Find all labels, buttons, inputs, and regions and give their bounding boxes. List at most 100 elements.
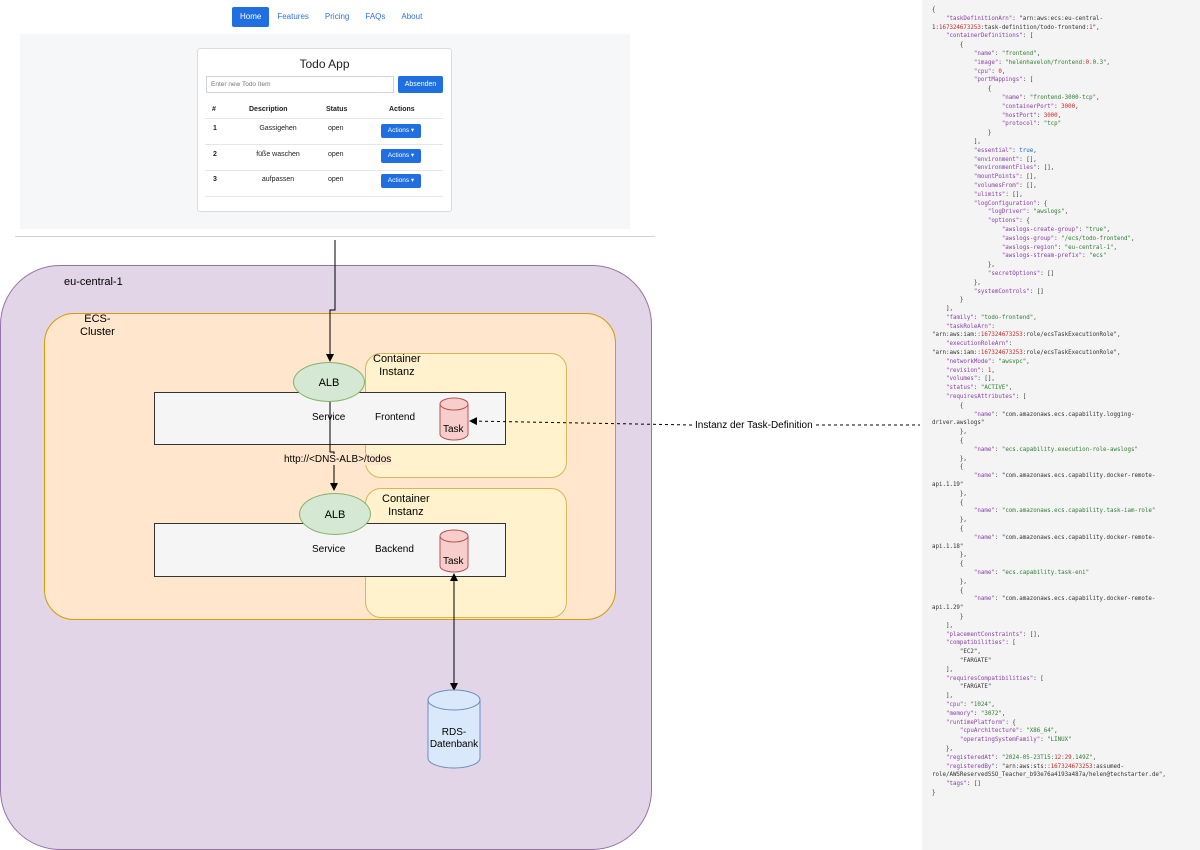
- json-line: "essential": true,: [973, 147, 1037, 154]
- json-line: "awslogs-stream-prefix": "ecs": [1001, 253, 1107, 260]
- json-line: },: [932, 578, 967, 585]
- json-line: },: [932, 429, 967, 436]
- json-line: },: [932, 490, 967, 497]
- app-title: Todo App: [299, 57, 350, 71]
- backend-task-cylinder: [439, 529, 469, 573]
- json-line: "logConfiguration": {: [973, 200, 1048, 207]
- json-line: "awslogs-create-group": "true",: [1001, 226, 1111, 233]
- json-line: "revision": 1,: [945, 367, 995, 374]
- row-status: open: [328, 176, 344, 183]
- json-line: "secretOptions": []: [987, 270, 1055, 277]
- todo-input[interactable]: Enter new Todo Item: [206, 76, 394, 93]
- json-line: "name": "com.amazonaws.ecs.capability.lo…: [973, 411, 1135, 418]
- actions-dropdown-button[interactable]: Actions ▾: [381, 124, 421, 138]
- submit-button[interactable]: Absenden: [398, 76, 443, 93]
- json-line: {: [932, 86, 992, 93]
- json-line: {: [932, 438, 964, 445]
- json-line: },: [932, 745, 953, 752]
- json-line: "FARGATE": [932, 657, 992, 664]
- json-line: {: [932, 402, 964, 409]
- json-line: api.1.19": [932, 482, 964, 489]
- table-divider: [205, 118, 443, 119]
- json-line: "containerPort": 3000,: [1001, 103, 1079, 110]
- json-line: "cpuArchitecture": "X86_64",: [959, 728, 1058, 735]
- nav-item-home[interactable]: Home: [232, 7, 270, 27]
- json-line: "environment": [],: [973, 156, 1037, 163]
- json-line: "arn:aws:iam::167324673253:role/ecsTaskE…: [932, 350, 1121, 357]
- json-line: "networkMode": "awsvpc",: [945, 358, 1030, 365]
- frontend-task-cylinder: [439, 397, 469, 441]
- column-header-status: Status: [326, 106, 348, 113]
- json-line: "volumesFrom": [],: [973, 182, 1037, 189]
- json-line: "cpu": 0,: [973, 68, 1006, 75]
- json-line: "options": {: [987, 218, 1030, 225]
- json-line: "mountPoints": [],: [973, 174, 1037, 181]
- frontend-service-label: Service: [312, 412, 346, 423]
- frontend-name-label: Frontend: [375, 412, 416, 423]
- json-line: {: [932, 561, 964, 568]
- json-line: "arn:aws:iam::167324673253:role/ecsTaskE…: [932, 332, 1121, 339]
- json-line: driver.awslogs": [932, 420, 985, 427]
- row-status: open: [328, 151, 344, 158]
- table-divider: [205, 170, 443, 171]
- json-line: "containerDefinitions": [: [945, 33, 1034, 40]
- json-line: "protocol": "tcp": [1001, 121, 1062, 128]
- db-label: RDS- Datenbank: [429, 727, 479, 750]
- json-line: "systemControls": []: [973, 288, 1044, 295]
- frontend-alb: ALB: [293, 362, 365, 402]
- json-line: "name": "com.amazonaws.ecs.capability.do…: [973, 534, 1156, 541]
- json-line: "runtimePlatform": {: [945, 719, 1016, 726]
- backend-name-label: Backend: [375, 544, 414, 555]
- row-description: Gassigehen: [259, 125, 297, 132]
- json-line: "requiresAttributes": [: [945, 394, 1027, 401]
- json-line: "family": "todo-frontend",: [945, 314, 1037, 321]
- nav-item-features[interactable]: Features: [277, 12, 309, 21]
- row-status: open: [328, 125, 344, 132]
- json-line: "ulimits": [],: [973, 191, 1023, 198]
- json-line: {: [932, 42, 964, 49]
- json-line: {: [932, 7, 936, 13]
- row-id: 2: [213, 151, 217, 158]
- json-line: },: [932, 517, 967, 524]
- json-line: "logDriver": "awslogs",: [987, 209, 1069, 216]
- json-line: }: [932, 297, 964, 304]
- json-line: }: [932, 613, 964, 620]
- json-line: },: [932, 279, 981, 286]
- backend-container-label: Container Instanz: [382, 493, 430, 518]
- json-line: },: [932, 262, 995, 269]
- json-line: "requiresCompatibilities": [: [945, 675, 1044, 682]
- json-line: "name": "com.amazonaws.ecs.capability.ta…: [973, 508, 1156, 515]
- frontend-to-backend-arrow: [329, 401, 338, 491]
- json-line: ],: [932, 306, 953, 313]
- nav-item-pricing[interactable]: Pricing: [324, 12, 350, 21]
- json-line: "hostPort": 3000,: [1001, 112, 1062, 119]
- json-line: "operatingSystemFamily": "LINUX": [959, 737, 1072, 744]
- nav-item-faqs[interactable]: FAQs: [365, 12, 386, 21]
- taskdef-label: Instanz der Task-Definition: [694, 420, 814, 431]
- json-line: }: [932, 130, 992, 137]
- json-line: "name": "com.amazonaws.ecs.capability.do…: [973, 596, 1156, 603]
- json-line: "name": "ecs.capability.execution-role-a…: [973, 446, 1138, 453]
- backend-alb: ALB: [299, 493, 371, 535]
- json-line: "portMappings": [: [973, 77, 1034, 84]
- region-label: eu-central-1: [64, 276, 123, 288]
- actions-dropdown-button[interactable]: Actions ▾: [381, 149, 421, 163]
- column-header-number: #: [212, 106, 216, 113]
- actions-dropdown-button[interactable]: Actions ▾: [381, 174, 421, 188]
- top-nav: Home Features Pricing FAQs About: [232, 7, 430, 27]
- json-line: "status": "ACTIVE",: [945, 385, 1013, 392]
- json-line: "image": "helenhaveloh/frontend:0.0.3",: [973, 59, 1111, 66]
- nav-item-about[interactable]: About: [401, 12, 423, 21]
- json-line: {: [932, 499, 964, 506]
- json-line: {: [932, 464, 964, 471]
- column-header-description: Description: [249, 106, 288, 113]
- json-line: "cpu": "1024",: [945, 701, 995, 708]
- row-description: füße waschen: [256, 151, 300, 158]
- frontend-task-label: Task: [443, 424, 464, 435]
- json-line: 1:167324673253:task-definition/todo-fron…: [932, 24, 1100, 31]
- json-line: "compatibilities": [: [945, 640, 1016, 647]
- json-line: "placementConstraints": [],: [945, 631, 1041, 638]
- json-line: "volumes": [],: [945, 376, 995, 383]
- column-header-actions: Actions: [389, 106, 415, 113]
- backend-task-label: Task: [443, 556, 464, 567]
